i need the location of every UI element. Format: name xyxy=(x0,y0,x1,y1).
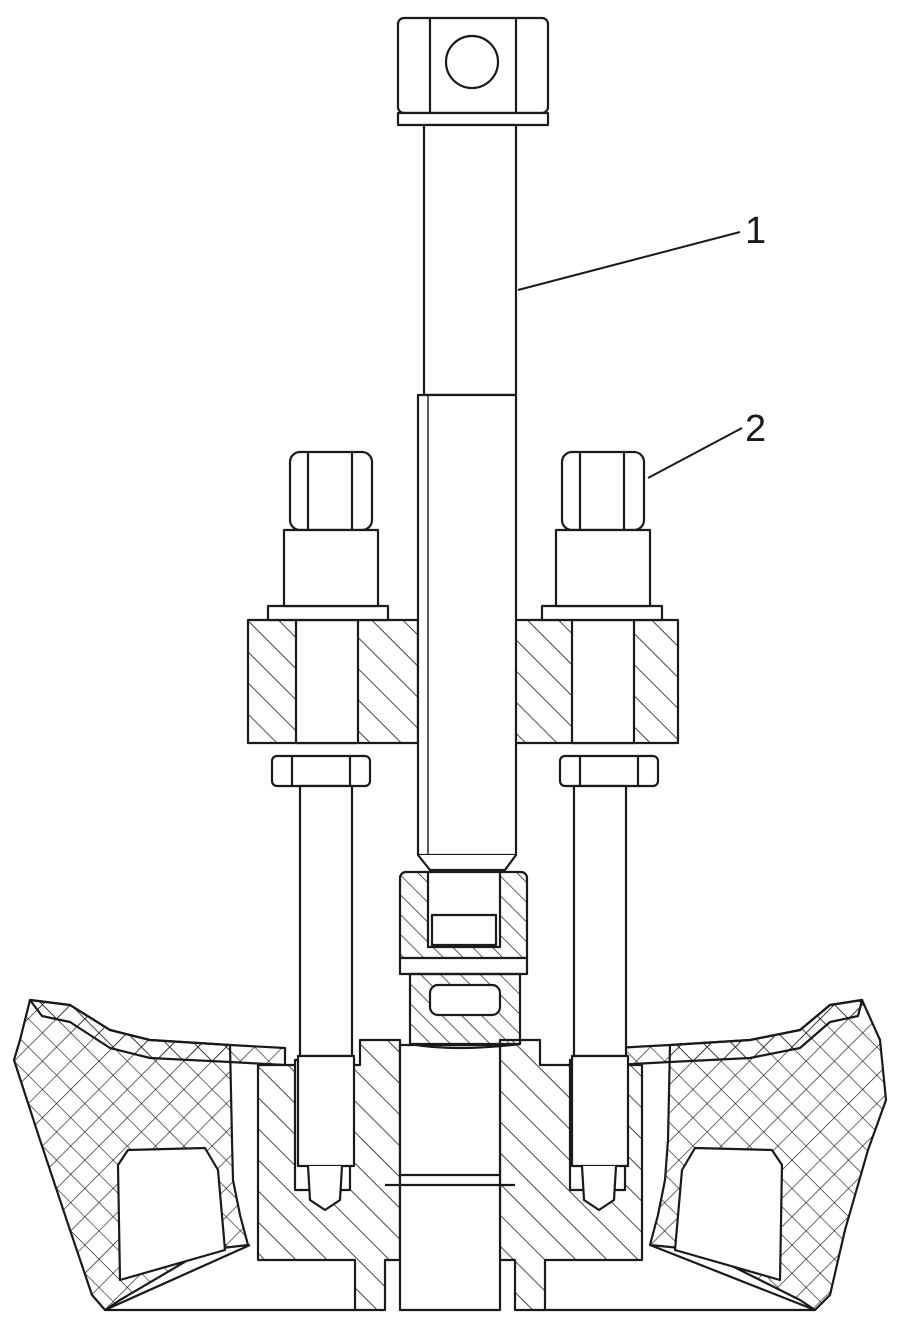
leader-line-1 xyxy=(517,231,741,291)
callout-label-1: 1 xyxy=(745,210,767,252)
leader-line-2 xyxy=(647,427,743,479)
right-stud xyxy=(554,450,660,1212)
wheel-casting xyxy=(12,998,888,1312)
callout-label-2: 2 xyxy=(745,408,767,450)
adapter xyxy=(398,870,529,1050)
left-stud xyxy=(270,450,380,1212)
forcing-screw xyxy=(396,16,550,872)
